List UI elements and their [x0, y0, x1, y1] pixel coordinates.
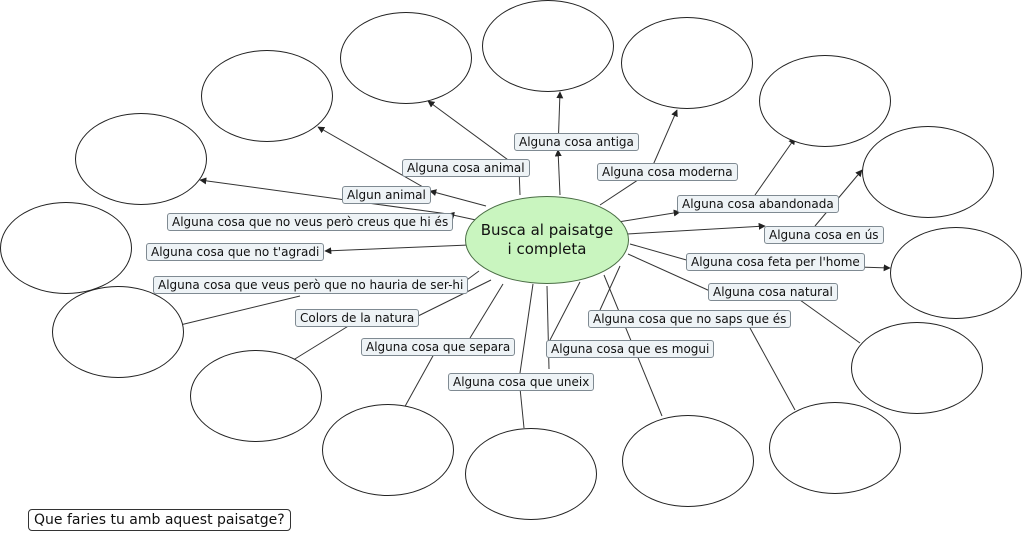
- connector-line: [519, 283, 534, 374]
- central-topic-node: Busca al paisatge i completa: [465, 196, 629, 284]
- connector-line: [626, 222, 766, 235]
- connector-line: [629, 243, 691, 262]
- connector-line: [627, 253, 711, 292]
- label-joining-thing: Alguna cosa que uneix: [448, 373, 595, 391]
- answer-ellipse-8[interactable]: [862, 126, 994, 218]
- connector-line: [549, 281, 581, 341]
- answer-ellipse-1[interactable]: [0, 202, 132, 294]
- connector-line: [799, 299, 861, 344]
- connector-line: [469, 283, 504, 339]
- answer-ellipse-3[interactable]: [201, 50, 333, 142]
- label-animal-thing: Alguna cosa animal: [402, 159, 530, 177]
- connector-line: [175, 295, 301, 328]
- connector-line: [754, 137, 796, 196]
- label-modern-thing: Alguna cosa moderna: [597, 163, 738, 181]
- answer-ellipse-9[interactable]: [890, 227, 1022, 319]
- answer-ellipse-11[interactable]: [769, 402, 901, 494]
- label-unseen-but-believed: Alguna cosa que no veus però creus que h…: [167, 213, 454, 231]
- connector-line: [649, 109, 678, 173]
- label-natural-thing: Alguna cosa natural: [708, 283, 838, 301]
- connector-line: [599, 265, 621, 311]
- label-thing-in-use: Alguna cosa en ús: [764, 226, 884, 244]
- answer-ellipse-16[interactable]: [52, 286, 184, 378]
- connector-line: [402, 353, 435, 411]
- label-man-made-thing: Alguna cosa feta per l'home: [686, 253, 865, 271]
- label-disliked-thing: Alguna cosa que no t'agradi: [146, 243, 325, 261]
- connector-line: [289, 324, 351, 363]
- answer-ellipse-14[interactable]: [322, 404, 454, 496]
- answer-ellipse-7[interactable]: [759, 55, 891, 147]
- connector-line: [427, 100, 520, 169]
- connector-line: [429, 189, 487, 207]
- label-separating-thing: Alguna cosa que separa: [361, 338, 516, 356]
- answer-ellipse-2[interactable]: [75, 113, 207, 205]
- answer-ellipse-12[interactable]: [622, 415, 754, 507]
- label-out-of-place-thing: Alguna cosa que veus però que no hauria …: [153, 276, 469, 294]
- connector-line: [409, 279, 492, 321]
- label-moving-thing: Alguna cosa que es mogui: [546, 340, 715, 358]
- connector-line: [199, 177, 449, 215]
- central-topic-line-1: Busca al paisatge: [480, 221, 614, 239]
- answer-ellipse-15[interactable]: [190, 350, 322, 442]
- connector-line: [324, 244, 470, 255]
- label-some-animal: Algun animal: [342, 186, 431, 204]
- answer-ellipse-4[interactable]: [340, 12, 472, 104]
- label-unknown-thing: Alguna cosa que no saps que és: [588, 310, 792, 328]
- central-topic-line-2: i completa: [507, 240, 587, 258]
- answer-ellipse-5[interactable]: [482, 0, 614, 92]
- label-abandoned-thing: Alguna cosa abandonada: [677, 195, 839, 213]
- answer-ellipse-10[interactable]: [851, 322, 983, 414]
- connector-line: [554, 149, 562, 196]
- answer-ellipse-13[interactable]: [465, 428, 597, 520]
- closing-question-box: Que faries tu amb aquest paisatge?: [28, 509, 291, 531]
- connector-line: [617, 209, 681, 223]
- label-old-thing: Alguna cosa antiga: [514, 133, 639, 151]
- label-nature-colors: Colors de la natura: [295, 309, 420, 327]
- connector-line: [317, 126, 431, 192]
- connector-line: [519, 387, 525, 429]
- answer-ellipse-6[interactable]: [621, 17, 753, 109]
- connector-line: [749, 327, 796, 411]
